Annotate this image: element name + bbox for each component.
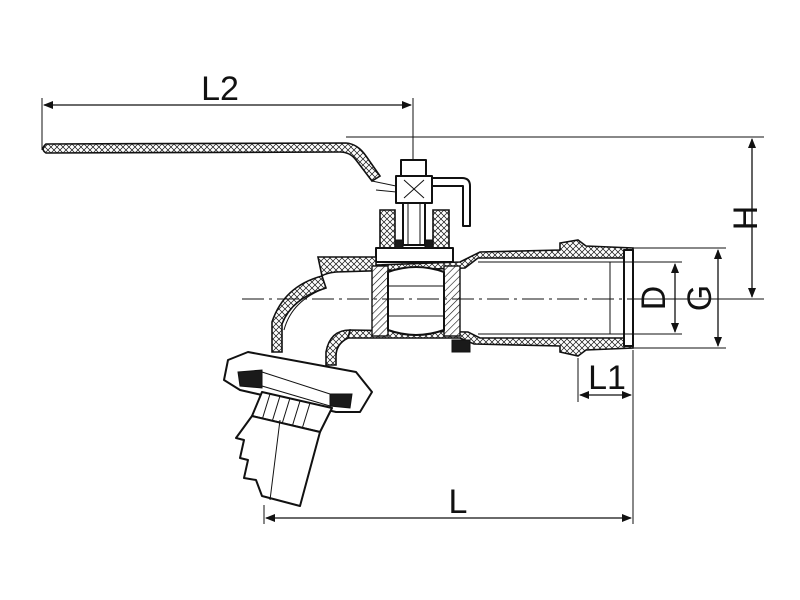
label-h: H xyxy=(727,206,765,231)
valve-spout xyxy=(223,275,373,507)
label-l1: L1 xyxy=(588,359,626,397)
valve-body xyxy=(317,239,634,357)
dimension-d: D xyxy=(610,261,682,335)
dimension-h: H xyxy=(346,136,765,300)
dimension-l: L xyxy=(263,350,634,524)
label-d: D xyxy=(635,286,673,311)
label-l2: L2 xyxy=(201,70,239,108)
label-g: G xyxy=(681,285,719,311)
valve-stem xyxy=(375,159,454,273)
dimension-l1: L1 xyxy=(577,358,632,402)
dimension-l2: L2 xyxy=(41,70,414,162)
dimension-g: G xyxy=(633,247,726,349)
label-l: L xyxy=(449,483,468,521)
